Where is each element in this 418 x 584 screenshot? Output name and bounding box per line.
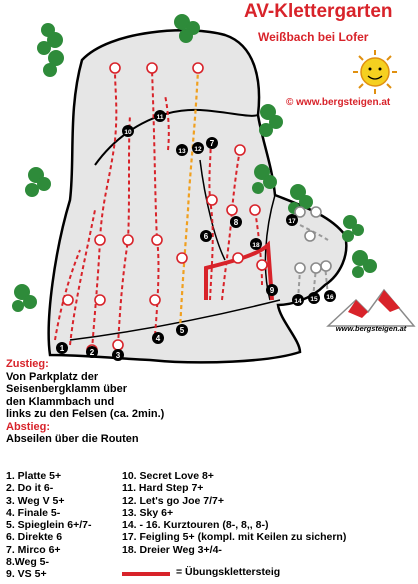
route-number-label: 2 — [90, 348, 95, 357]
page-title: AV-Klettergarten — [244, 1, 393, 22]
tree-icon — [12, 284, 37, 312]
route-number-marker — [86, 346, 98, 358]
ledge-line — [94, 108, 259, 166]
route-entry: 11. Hard Step 7+ — [122, 482, 204, 495]
route-entry: 17. Feigling 5+ (kompl. mit Keilen zu si… — [122, 531, 347, 544]
route-line-orange — [178, 69, 200, 331]
route-entry: 6. Direkte 6 — [6, 531, 63, 544]
route-entry: 18. Dreier Weg 3+/4- — [122, 543, 222, 556]
route-number-label: 5 — [180, 326, 185, 335]
route-number-marker — [122, 125, 134, 137]
route-number-label: 4 — [156, 334, 161, 343]
legend-line-swatch — [122, 572, 170, 576]
zustieg-line: den Klammbach und — [6, 395, 115, 408]
route-number-marker — [176, 324, 188, 336]
short-route-lines — [297, 224, 329, 301]
route-number-label: 9 — [270, 286, 275, 295]
route-entry: 9. VS 5+ — [6, 568, 47, 581]
ledge-line — [199, 159, 226, 261]
tree-icon — [25, 167, 51, 197]
ledge-line — [69, 299, 281, 341]
anchor-icons-grey — [294, 206, 332, 274]
route-entry: 7. Mirco 6+ — [6, 543, 61, 556]
tree-icon — [352, 250, 377, 278]
tree-icon — [342, 215, 364, 242]
logo-text: www.bergsteigen.at — [335, 324, 407, 333]
route-entry: 2. Do it 6- — [6, 482, 54, 495]
sun-icon — [353, 50, 397, 94]
route-number-marker — [112, 349, 124, 361]
route-number-label: 10 — [124, 129, 132, 136]
legend-line-label: = Übungsklettersteig — [176, 566, 281, 578]
route-number-marker — [56, 342, 68, 354]
route-entry: 8.Weg 5- — [6, 556, 49, 569]
route-number-marker — [206, 137, 218, 149]
route-entry: 12. Let's go Joe 7/7+ — [122, 494, 225, 507]
tree-icon — [259, 104, 283, 137]
route-number-marker — [192, 142, 204, 154]
route-number-label: 6 — [204, 232, 209, 241]
route-number-label: 17 — [288, 218, 296, 225]
route-list-right: 10. Secret Love 8+ 11. Hard Step 7+ 12. … — [122, 470, 346, 556]
page-subtitle: Weißbach bei Lofer — [258, 30, 369, 44]
route-number-label: 14 — [294, 298, 302, 305]
route-number-label: 3 — [116, 351, 121, 360]
route-number-label: 16 — [326, 294, 334, 301]
zustieg-line: Seisenbergklamm über — [6, 383, 128, 395]
route-number-label: 8 — [234, 218, 239, 227]
route-number-marker — [200, 230, 212, 242]
route-number-marker — [308, 292, 320, 304]
route-entry: 13. Sky 6+ — [122, 506, 174, 519]
route-number-marker — [230, 216, 242, 228]
route-number-label: 11 — [157, 114, 164, 121]
route-number-marker — [176, 144, 188, 156]
abstieg-text: Abseilen über die Routen — [6, 433, 139, 445]
route-number-label: 1 — [60, 344, 65, 353]
route-entry: 5. Spieglein 6+/7- — [6, 519, 92, 532]
route-entry: 4. Finale 5- — [6, 506, 61, 519]
route-number-label: 18 — [252, 242, 260, 249]
tree-icon — [252, 164, 277, 194]
route-number-marker — [324, 290, 336, 302]
tree-icon — [174, 14, 200, 43]
route-number-marker — [154, 110, 166, 122]
access-info: Zustieg: Von Parkplatz der Seisenbergkla… — [6, 358, 164, 446]
route-number-label: 13 — [178, 148, 186, 155]
route-number-marker — [266, 284, 278, 296]
zustieg-line: Von Parkplatz der — [6, 370, 99, 383]
website-credit: © www.bergsteigen.at — [286, 97, 391, 108]
abstieg-label: Abstieg: — [6, 420, 50, 433]
route-list-left: 1. Platte 5+ 2. Do it 6- 3. Weg V 5+ 4. … — [6, 470, 92, 581]
route-entry: 10. Secret Love 8+ — [122, 470, 214, 482]
route-entry: 14. - 16. Kurztouren (8-, 8,, 8-) — [122, 519, 269, 532]
route-number-marker — [250, 238, 262, 250]
route-number-marker — [152, 332, 164, 344]
route-number-label: 15 — [310, 296, 318, 303]
bergsteigen-logo-icon — [326, 288, 416, 327]
route-number-marker — [292, 294, 304, 306]
route-number-marker — [286, 214, 298, 226]
tree-icon — [37, 23, 64, 77]
route-number-label: 7 — [210, 139, 215, 148]
zustieg-line: links zu den Felsen (ca. 2min.) — [6, 408, 165, 420]
route-entry: 3. Weg V 5+ — [6, 494, 65, 507]
route-number-label: 12 — [194, 146, 202, 153]
route-entry: 1. Platte 5+ — [6, 470, 62, 482]
zustieg-label: Zustieg: — [6, 358, 49, 370]
